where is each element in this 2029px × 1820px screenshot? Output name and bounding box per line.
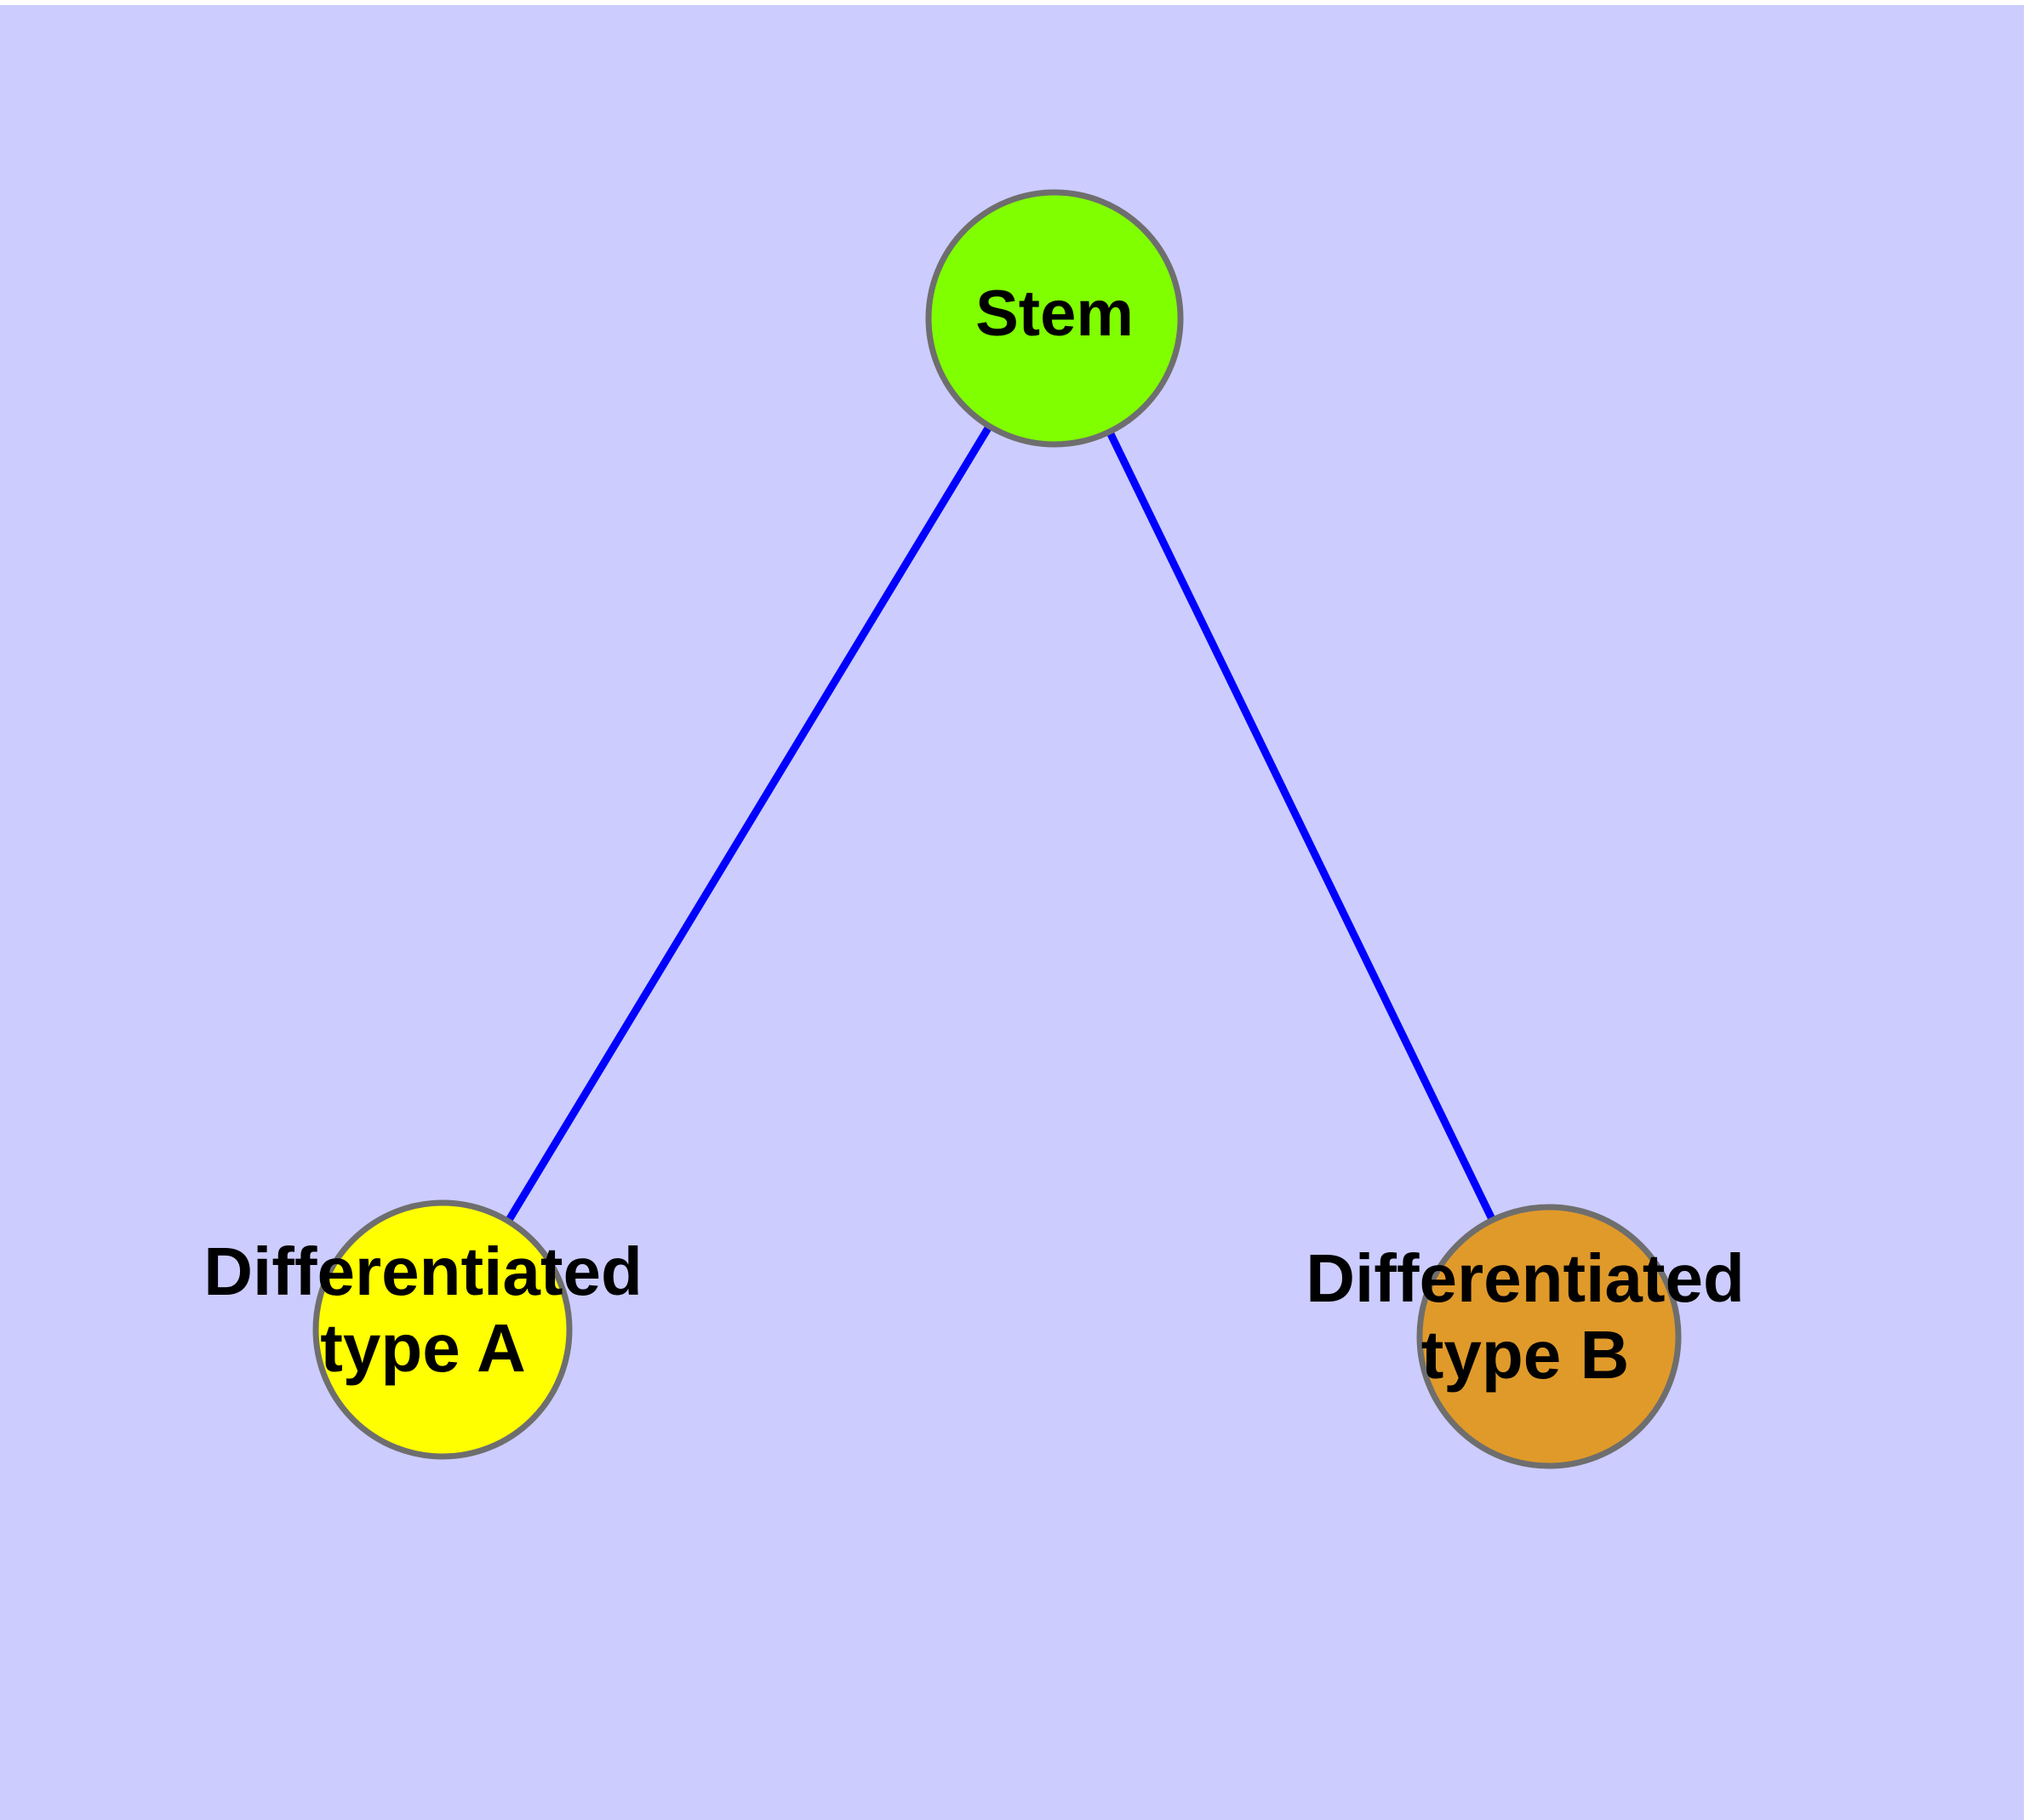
node-label-line: type B (1421, 1317, 1630, 1393)
edges-layer (503, 421, 1498, 1227)
node-label-stem: Stem (975, 278, 1134, 350)
node-circle-diff-a[interactable] (312, 1199, 573, 1460)
node-label-line: type A (320, 1310, 526, 1386)
node-circle-stem[interactable] (925, 189, 1184, 448)
node-label-line: Differentiated (203, 1233, 643, 1309)
node-label-line: Stem (975, 278, 1134, 350)
graph-edge (503, 421, 995, 1227)
graph-node-stem[interactable]: Stem (925, 189, 1184, 448)
graph-edge (1104, 426, 1498, 1225)
node-label-line: Differentiated (1306, 1240, 1745, 1316)
node-circle-diff-b[interactable] (1416, 1204, 1682, 1469)
